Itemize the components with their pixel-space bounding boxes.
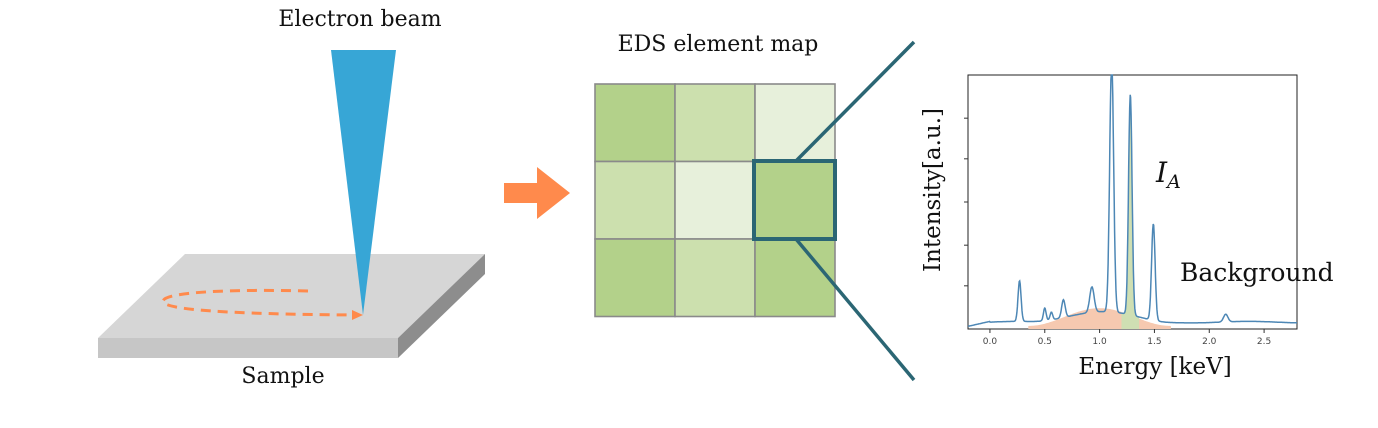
map-cell (754, 83, 836, 163)
scan-path-dashed-ellipse (161, 288, 356, 317)
electron-beam-label: Electron beam (278, 7, 441, 32)
spectrum-line (967, 74, 1297, 328)
x-tick-label: 0.5 (1038, 337, 1052, 347)
zoom-line-bottom (794, 237, 916, 382)
sample-label: Sample (241, 364, 324, 389)
x-tick-label: 1.0 (1092, 337, 1107, 347)
x-ticks: 0.0 0.5 1.0 1.5 2.0 2.5 (983, 329, 1271, 347)
map-title: EDS element map (618, 32, 819, 57)
eds-map-grid (594, 83, 836, 318)
map-cell (674, 160, 756, 240)
ia-label-main: I (1155, 156, 1168, 189)
background-label: Background (1180, 258, 1334, 287)
ia-label-sub: A (1165, 171, 1181, 193)
sample-block (98, 254, 485, 358)
ia-label: IA (1155, 156, 1181, 193)
x-tick-label: 0.0 (983, 337, 998, 347)
map-highlight-box (752, 159, 837, 241)
x-tick-label: 2.5 (1257, 337, 1271, 347)
zoom-line-top (794, 40, 916, 163)
map-cell (754, 160, 836, 240)
y-axis-label: Intensity[a.u.] (920, 108, 946, 272)
y-ticks (964, 117, 968, 287)
sample-side-face (398, 254, 485, 358)
x-axis-label: Energy [keV] (1078, 354, 1231, 380)
x-tick-label: 1.5 (1147, 337, 1161, 347)
map-cell (594, 83, 676, 163)
scan-arrowhead (352, 310, 363, 320)
sample-front-face (98, 338, 398, 358)
map-cell (674, 83, 756, 163)
process-arrow (504, 167, 570, 219)
ia-peak-fill (1121, 93, 1140, 330)
sample-top-face (98, 254, 485, 338)
spectrum-chart: 0.0 0.5 1.0 1.5 2.0 2.5 IA Background Energy … (920, 74, 1334, 380)
x-tick-label: 2.0 (1202, 337, 1217, 347)
map-cell (674, 238, 756, 318)
electron-beam-cone (331, 50, 396, 315)
map-cell (594, 238, 676, 318)
map-cell (754, 238, 836, 318)
map-cell (594, 160, 676, 240)
